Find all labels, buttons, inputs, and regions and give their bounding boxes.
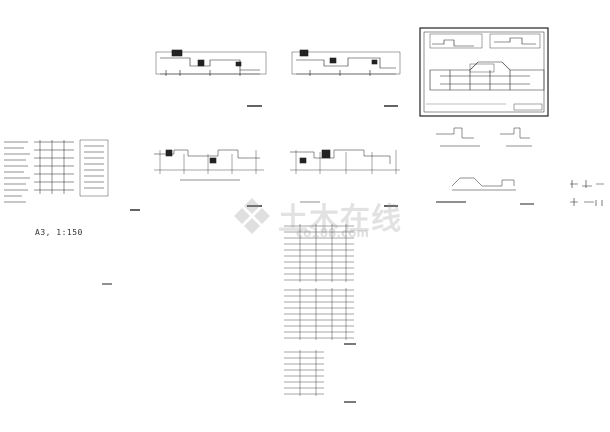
floor-plan-sheet-2 xyxy=(291,49,401,107)
site-plan-frame xyxy=(419,27,549,117)
floor-plan-sheet-3 xyxy=(154,149,264,207)
diamond-logo-icon xyxy=(234,198,270,234)
legend-notes-sheet xyxy=(4,139,140,211)
floor-plan-sheet-4 xyxy=(290,149,400,207)
scale-label: A3, 1:150 xyxy=(35,228,83,237)
watermark-text-cn: 土木在线 xyxy=(278,202,402,237)
symbol-sheet xyxy=(570,180,604,206)
floor-plan-sheet-1 xyxy=(155,49,267,107)
watermark: 土木在线 co188.com xyxy=(228,196,428,244)
elevation-sheet xyxy=(436,127,534,205)
watermark-text-en: co188.com xyxy=(296,226,369,240)
schedule-tables xyxy=(284,224,356,403)
